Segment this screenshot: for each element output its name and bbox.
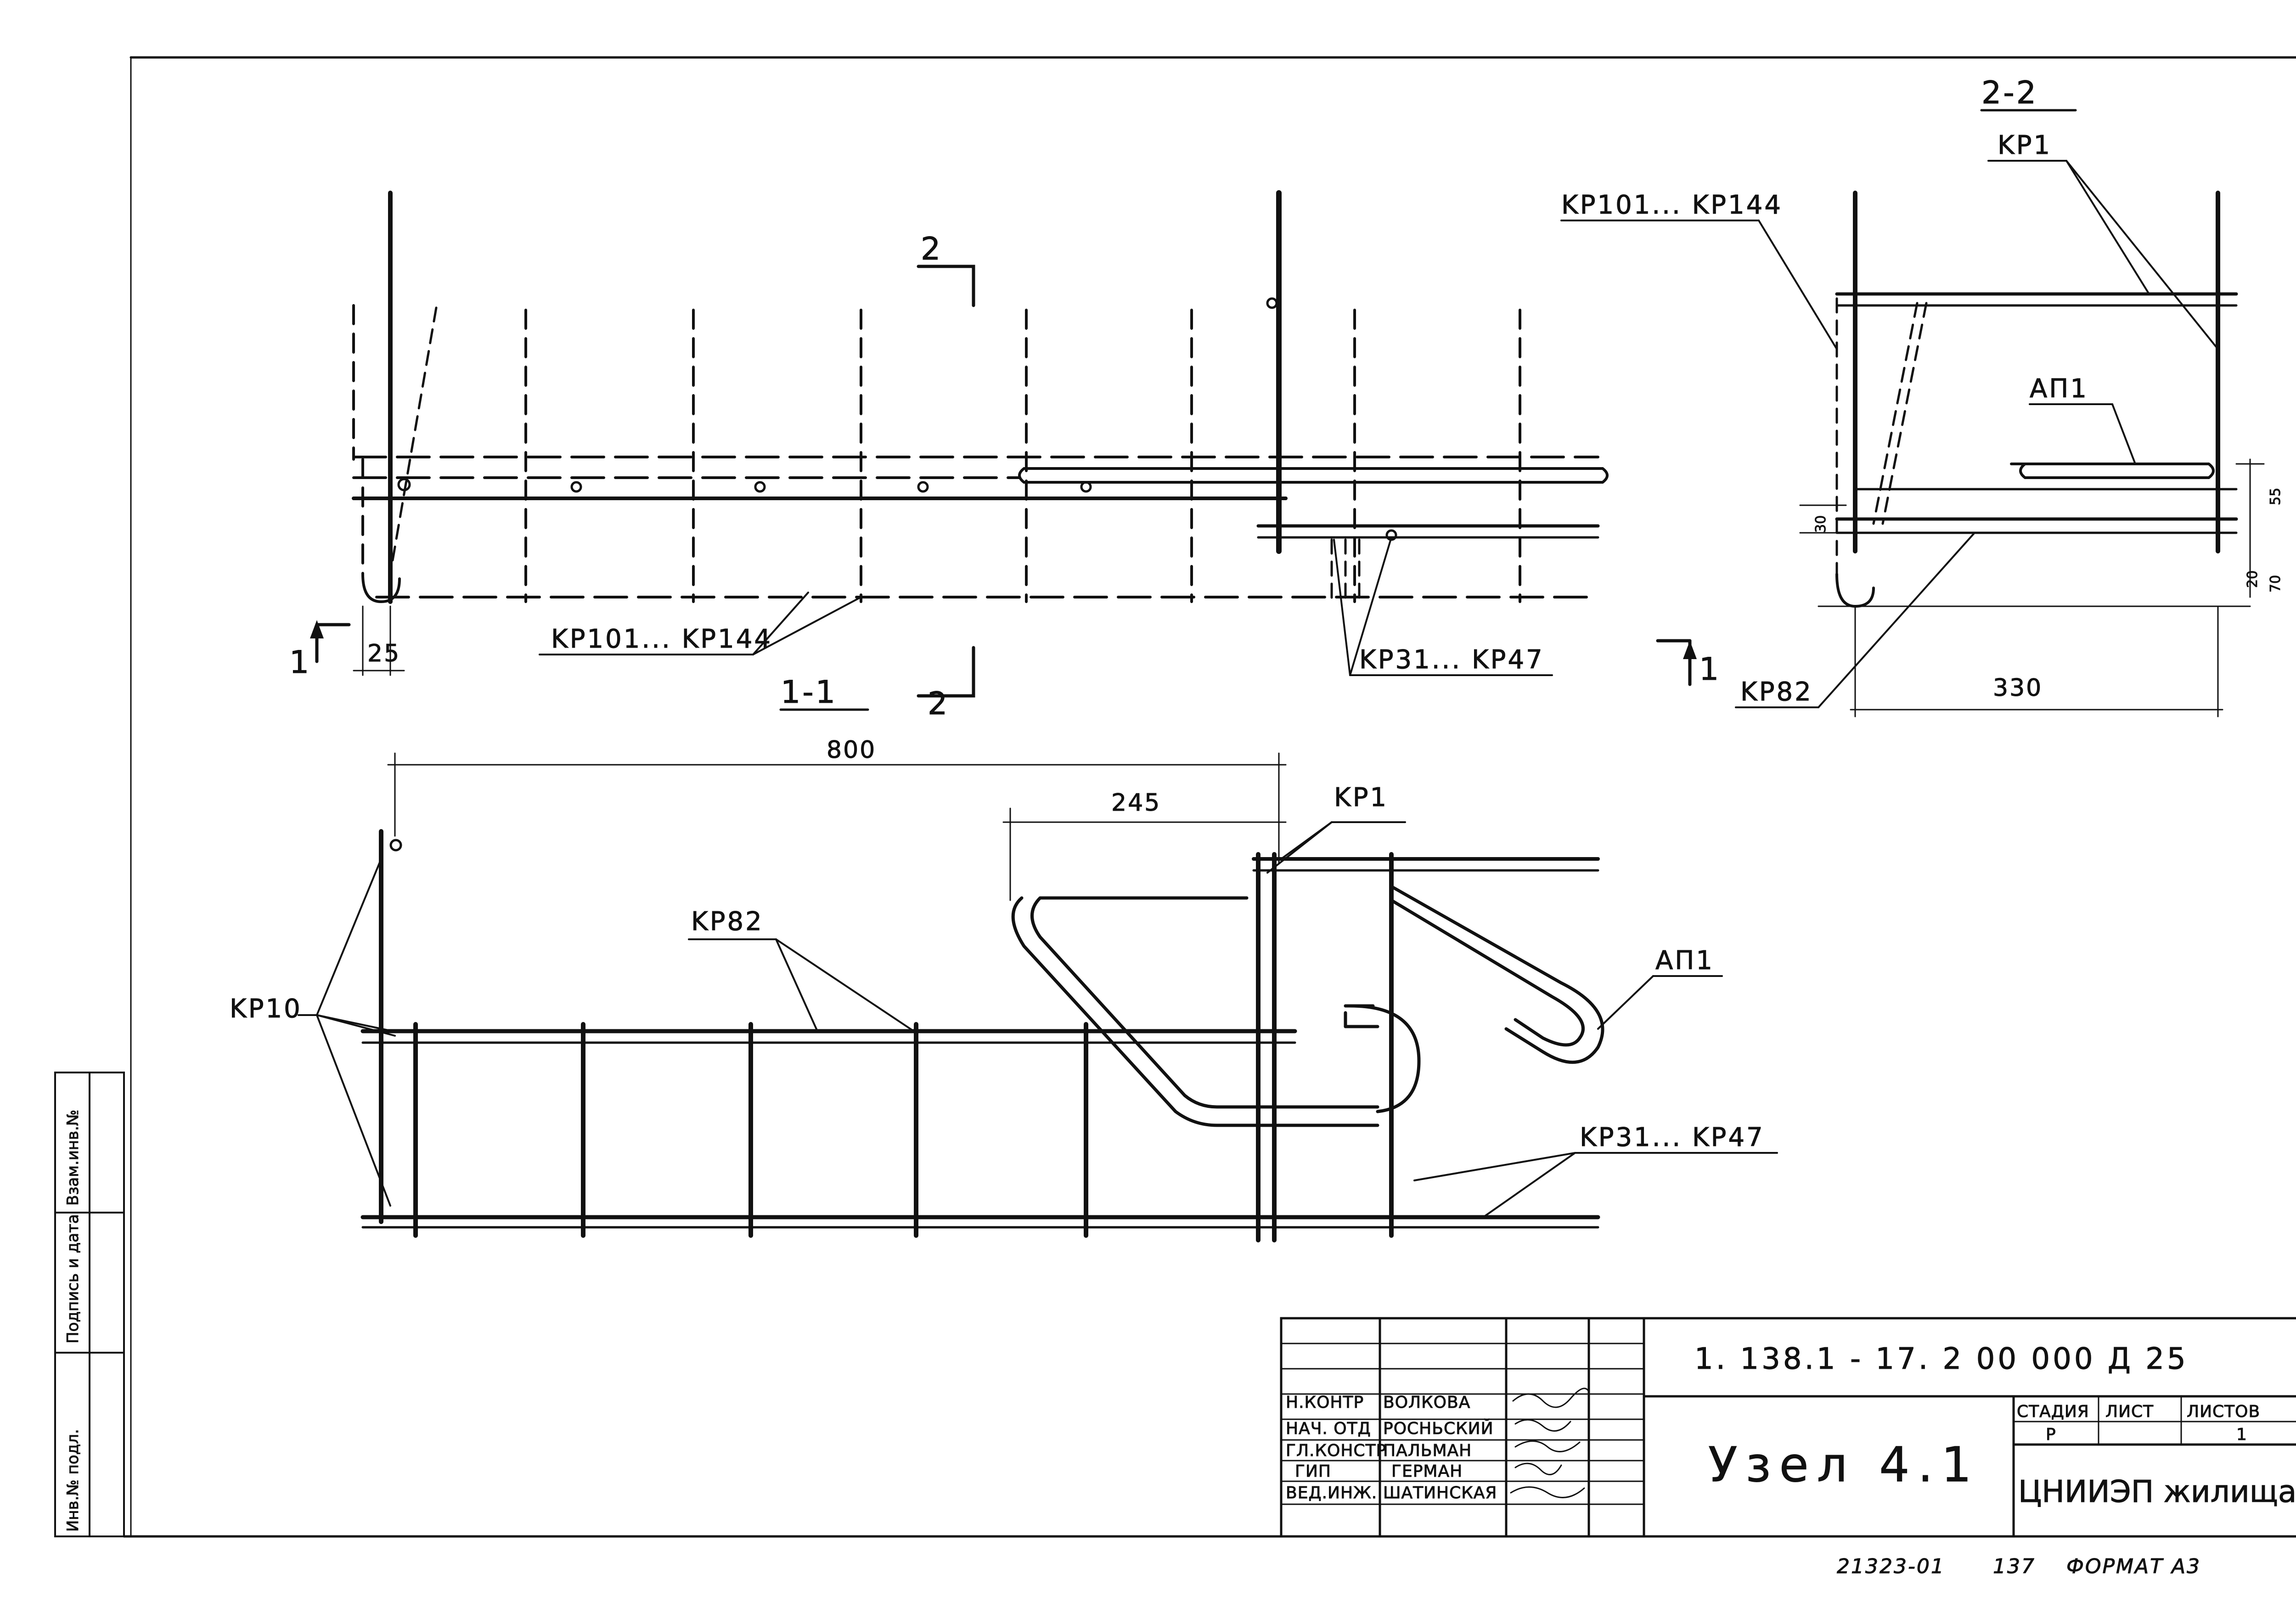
staff-name-3: ГЕРМАН — [1391, 1462, 1463, 1481]
section-mark-1-left: 1 — [289, 644, 311, 681]
dimension-70: 70 — [2268, 575, 2284, 593]
sheets-value: 1 — [2236, 1425, 2247, 1444]
page-number: 137 — [1993, 1555, 2036, 1578]
staff-role-4: ВЕД.ИНЖ. — [1286, 1484, 1377, 1502]
side-stamp-replace-label: Взам.инв.№ — [64, 1110, 82, 1206]
side-stamp-sign-label: Подпись и дата — [64, 1214, 82, 1343]
sheet-frame — [123, 56, 2296, 1538]
section-mark-2-bottom: 2 — [928, 686, 949, 722]
dimension-30: 30 — [1813, 515, 1829, 533]
staff-role-1: НАЧ. ОТД — [1286, 1419, 1371, 1438]
label-kr82-plan: KP82 — [691, 907, 764, 937]
label-kr10-plan: KP10 — [230, 994, 302, 1024]
staff-name-1: РОСНЬСКИЙ — [1383, 1419, 1494, 1438]
dimension-55: 55 — [2268, 488, 2284, 505]
stage-value: Р — [2046, 1425, 2056, 1444]
staff-role-0: Н.КОНТР — [1286, 1393, 1364, 1412]
side-stamp-inv-label: Инв.№ подл. — [64, 1429, 82, 1532]
dimension-20: 20 — [2245, 570, 2261, 588]
organization-name: ЦНИИЭП жилища — [2018, 1474, 2296, 1509]
dimension-800: 800 — [827, 736, 876, 764]
label-kr1-section2: KP1 — [1998, 130, 2052, 160]
section-title-1-1: 1-1 — [781, 674, 837, 711]
signatures — [1510, 1388, 1590, 1498]
format-label: ФОРМАТ А3 — [2066, 1555, 2201, 1578]
sheets-label: ЛИСТОВ — [2187, 1402, 2260, 1421]
plan-view-drawing — [298, 752, 1778, 1242]
label-kr31-47-plan: KP31... KP47 — [1580, 1123, 1765, 1152]
label-kr31-47-section1: KP31... KP47 — [1359, 645, 1544, 675]
copy-number: 21323-01 — [1837, 1555, 1945, 1578]
staff-name-4: ШАТИНСКАЯ — [1383, 1484, 1497, 1502]
dimension-25: 25 — [367, 640, 400, 667]
title-block — [1280, 1317, 2296, 1538]
label-kr1-plan: KP1 — [1334, 783, 1388, 813]
drawing-title: Узел 4.1 — [1708, 1437, 1980, 1493]
section-mark-2-top: 2 — [921, 231, 942, 267]
section-1-1-drawing — [310, 190, 1697, 711]
label-ap1-section2: АП1 — [2030, 374, 2088, 404]
staff-name-0: ВОЛКОВА — [1383, 1393, 1470, 1412]
sheet-label: ЛИСТ — [2105, 1402, 2154, 1421]
label-kr101-144-section2: KP101... KP144 — [1561, 190, 1783, 220]
staff-role-3: ГИП — [1295, 1462, 1331, 1481]
side-stamp — [54, 1072, 125, 1537]
section-mark-1-right: 1 — [1699, 651, 1721, 688]
label-kr82-section2: KP82 — [1740, 677, 1813, 707]
dimension-330: 330 — [1993, 674, 2043, 702]
staff-name-2: ПАЛЬМАН — [1383, 1441, 1472, 1460]
section-title-2-2: 2-2 — [1981, 75, 2038, 111]
document-code: 1. 138.1 - 17. 2 00 000 Д 25 — [1694, 1342, 2189, 1376]
stage-label: СТАДИЯ — [2017, 1402, 2089, 1421]
label-kr101-144-section1: KP101... KP144 — [551, 624, 772, 654]
label-ap1-plan: АП1 — [1655, 946, 1714, 976]
dimension-245: 245 — [1111, 789, 1161, 817]
staff-role-2: ГЛ.КОНСТР — [1286, 1441, 1386, 1460]
section-2-2-drawing — [1560, 109, 2265, 717]
